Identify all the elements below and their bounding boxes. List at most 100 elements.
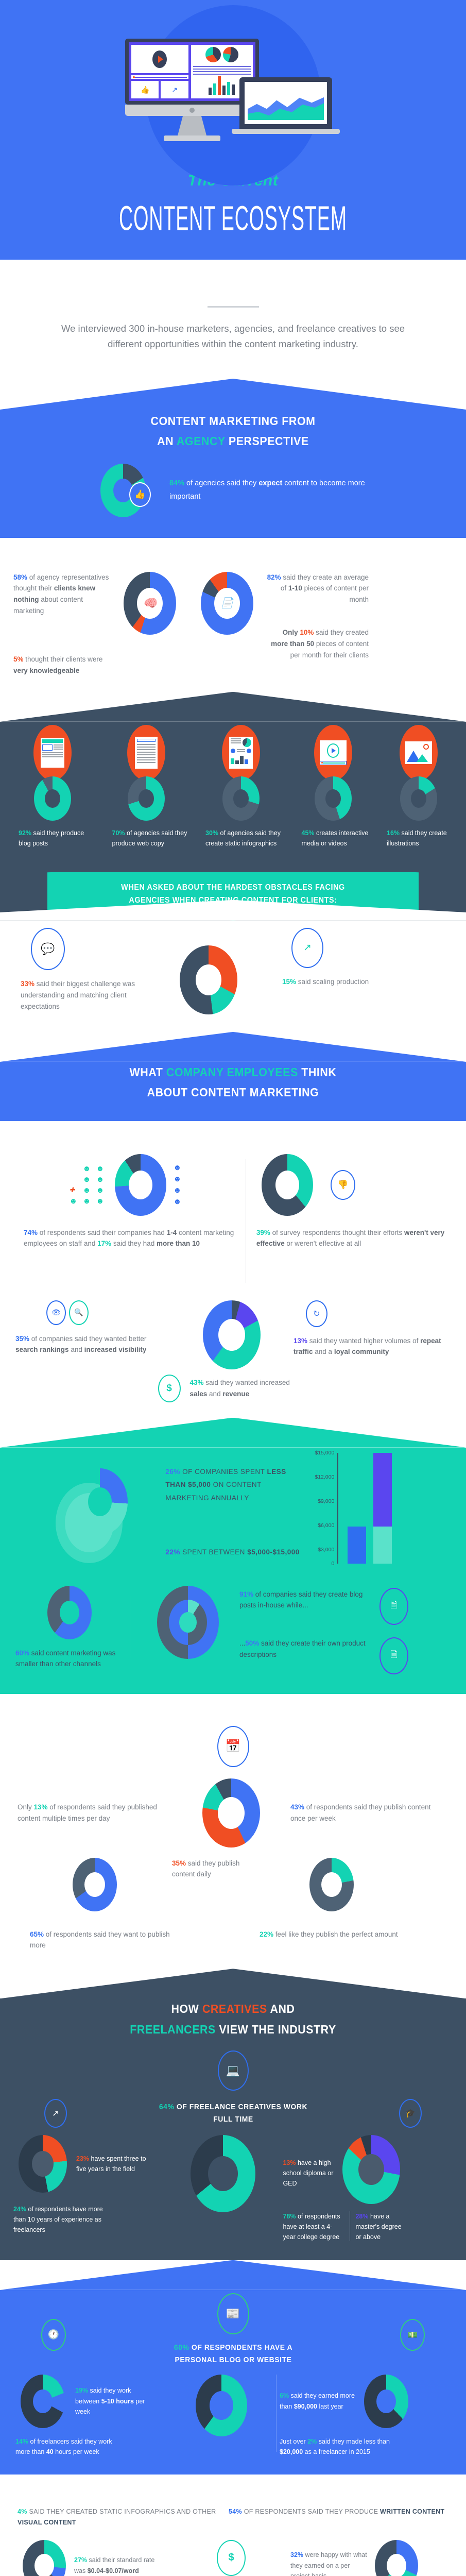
thought-bubble-icon: 💬 bbox=[31, 927, 65, 970]
blog-stat-14: 14% of freelancers said they work more t… bbox=[15, 2437, 112, 2455]
stat-58-pct: 58% bbox=[13, 573, 28, 581]
chevron-divider-navy bbox=[0, 691, 466, 722]
donut-82: 📄 bbox=[201, 571, 253, 635]
stat-10-b: more than 50 bbox=[271, 640, 315, 648]
stat-10-a: said they created bbox=[314, 629, 369, 637]
stat-33-text: said their biggest challenge was underst… bbox=[21, 979, 135, 1010]
donut-income bbox=[364, 2374, 408, 2428]
obstacle-stat-33: 33% said their biggest challenge was und… bbox=[21, 978, 149, 1012]
publishing-stat-43: 43% of respondents said they publish con… bbox=[290, 1803, 431, 1822]
obstacle-stat-15: 15% said scaling production bbox=[268, 976, 422, 988]
blog-stat-2: Just over 2% said they made less than $2… bbox=[280, 2437, 390, 2455]
text-lines-icon bbox=[193, 66, 251, 75]
publishing-stat-35: 35% said they publish content daily bbox=[172, 1859, 240, 1878]
emp-hl-hl: COMPANY EMPLOYEES bbox=[166, 1065, 298, 1079]
stat-5-pct: 5% bbox=[13, 655, 24, 664]
stat-6-pct: 6% bbox=[280, 2392, 289, 2400]
donut-91-50 bbox=[157, 1585, 219, 1659]
donut-58: 🧠 bbox=[124, 571, 176, 635]
budget-stat-91: 91% of companies said they create blog p… bbox=[239, 1590, 363, 1609]
agency-stat-58: 58% of agency representatives thought th… bbox=[13, 572, 111, 617]
stat-pub-22-pct: 22% bbox=[260, 1930, 274, 1938]
budget-section: 26% OF COMPANIES SPENT LESS THAN $5,000 … bbox=[0, 1417, 466, 1694]
document-icon: 📄 bbox=[214, 587, 240, 619]
search-icon: 🔍 bbox=[69, 1300, 89, 1325]
agency-stat-5: 5% thought their clients were very knowl… bbox=[13, 654, 111, 676]
stat-19-pct: 19% bbox=[75, 2387, 89, 2395]
stat-22-pct: 22% bbox=[165, 1548, 180, 1556]
blog-page-icon: 📰 bbox=[217, 2293, 249, 2334]
donut-60 bbox=[47, 1585, 92, 1639]
stat-74-pct: 74% bbox=[24, 1228, 38, 1236]
stat-26-pct: 26% bbox=[165, 1467, 180, 1476]
stat-50-pct: 50% bbox=[245, 1639, 260, 1648]
stat-28-pct: 28% bbox=[355, 2212, 369, 2220]
brain-icon: 🧠 bbox=[137, 587, 163, 619]
donut-obstacles bbox=[180, 945, 237, 1014]
chevron-divider-white-2 bbox=[0, 537, 466, 569]
content-type-item: 92% said they produce blog posts bbox=[11, 724, 94, 849]
clock-icon: 🕐 bbox=[41, 2318, 66, 2351]
page-title: CONTENT ECOSYSTEM bbox=[119, 198, 347, 238]
product-page-icon: 🗎 bbox=[379, 1637, 408, 1674]
thumbs-up-icon: 👍 bbox=[131, 81, 159, 98]
agency-headline-pre: AN bbox=[157, 434, 177, 448]
creatives-section: HOW CREATIVES AND FREELANCERS VIEW THE I… bbox=[0, 1969, 466, 2260]
thumbs-down-icon: 👎 bbox=[330, 1170, 355, 1200]
chevron-divider-blue bbox=[0, 378, 466, 410]
creatives-stat-28: 28% have a master's degree or above bbox=[355, 2212, 402, 2241]
budget-stat-50: ...50% said they create their own produc… bbox=[239, 1639, 366, 1659]
content-type-item: 16% said they create illustrations bbox=[383, 724, 455, 849]
budget-stat-60: 60% said content marketing was smaller t… bbox=[15, 1649, 116, 1668]
content-type-label: 30% of agencies said they create static … bbox=[205, 829, 281, 848]
agency-headline-line1: CONTENT MARKETING FROM bbox=[150, 414, 316, 428]
eye-icon: 👁 bbox=[46, 1300, 66, 1325]
stat-14-pct: 14% bbox=[15, 2437, 29, 2445]
visual-stat-32: 32% were happy with what they earned on … bbox=[290, 2551, 367, 2576]
graduation-cap-icon: 🎓 bbox=[399, 2098, 422, 2128]
donut-full-time bbox=[191, 2134, 256, 2212]
chevron-divider-white bbox=[0, 260, 466, 291]
obstacles-banner-line1: WHEN ASKED ABOUT THE HARDEST OBSTACLES F… bbox=[121, 883, 345, 892]
pie-icon-1 bbox=[205, 47, 221, 62]
agency-section: CONTENT MARKETING FROM AN AGENCY PERSPEC… bbox=[0, 378, 466, 692]
content-type-item: 30% of agencies said they create static … bbox=[198, 724, 283, 849]
stat-pub-43-pct: 43% bbox=[290, 1803, 305, 1811]
cr-hl2-hl: FREELANCERS bbox=[130, 2022, 216, 2036]
obstacles-section: 💬 33% said their biggest challenge was u… bbox=[0, 920, 466, 1032]
stat-32-pct: 32% bbox=[290, 2551, 304, 2559]
stat-82-b: 1-10 bbox=[288, 584, 302, 592]
stat-cr-13-pct: 13% bbox=[283, 2159, 296, 2166]
stat-64-pct: 64% bbox=[159, 2102, 174, 2111]
stat-84-bold: expect bbox=[258, 479, 283, 488]
chevron-divider-blue-3 bbox=[0, 2260, 466, 2290]
stat-82-pct: 82% bbox=[267, 573, 281, 581]
cr-hl-hl: CREATIVES bbox=[202, 2002, 267, 2016]
hero-section: 👍 ↗ bbox=[0, 0, 466, 260]
stat-v4-pct: 4% bbox=[18, 2508, 27, 2516]
employees-stat-39: 39% of survey respondents thought their … bbox=[256, 1228, 445, 1248]
intro-divider bbox=[207, 306, 259, 308]
chevron-divider-white-5 bbox=[0, 2475, 466, 2506]
chevron-divider-white-3 bbox=[0, 1121, 466, 1152]
donut-39 bbox=[261, 1154, 313, 1216]
stat-84-b: content to become more important bbox=[169, 479, 365, 501]
bar-5000-15000-lower bbox=[373, 1526, 392, 1564]
donut-hours bbox=[21, 2374, 65, 2428]
bar-less-than-5000 bbox=[348, 1526, 367, 1564]
intro-text: We interviewed 300 in-house marketers, a… bbox=[61, 323, 405, 349]
stat-17-pct: 17% bbox=[97, 1240, 112, 1248]
intro-section: We interviewed 300 in-house marketers, a… bbox=[0, 291, 466, 379]
stat-5-b: very knowledgeable bbox=[13, 666, 80, 674]
chevron-divider-blue-2 bbox=[0, 1031, 466, 1062]
growth-chart-icon: ↗ bbox=[291, 927, 323, 968]
donut-budget bbox=[72, 1468, 128, 1535]
creatives-stat-24: 24% of respondents have more than 10 yea… bbox=[13, 2205, 103, 2234]
agency-stat-10: Only 10% said they created more than 50 … bbox=[266, 627, 369, 661]
stat-58-c: about content marketing bbox=[13, 596, 83, 615]
creatives-headline: HOW CREATIVES AND FREELANCERS VIEW THE I… bbox=[29, 2001, 437, 2038]
stat-84-a: of agencies said they bbox=[184, 479, 259, 488]
content-type-label: 92% said they produce blog posts bbox=[19, 829, 84, 848]
thumbs-up-icon: 👍 bbox=[129, 482, 151, 507]
donut-content-type bbox=[127, 776, 165, 821]
